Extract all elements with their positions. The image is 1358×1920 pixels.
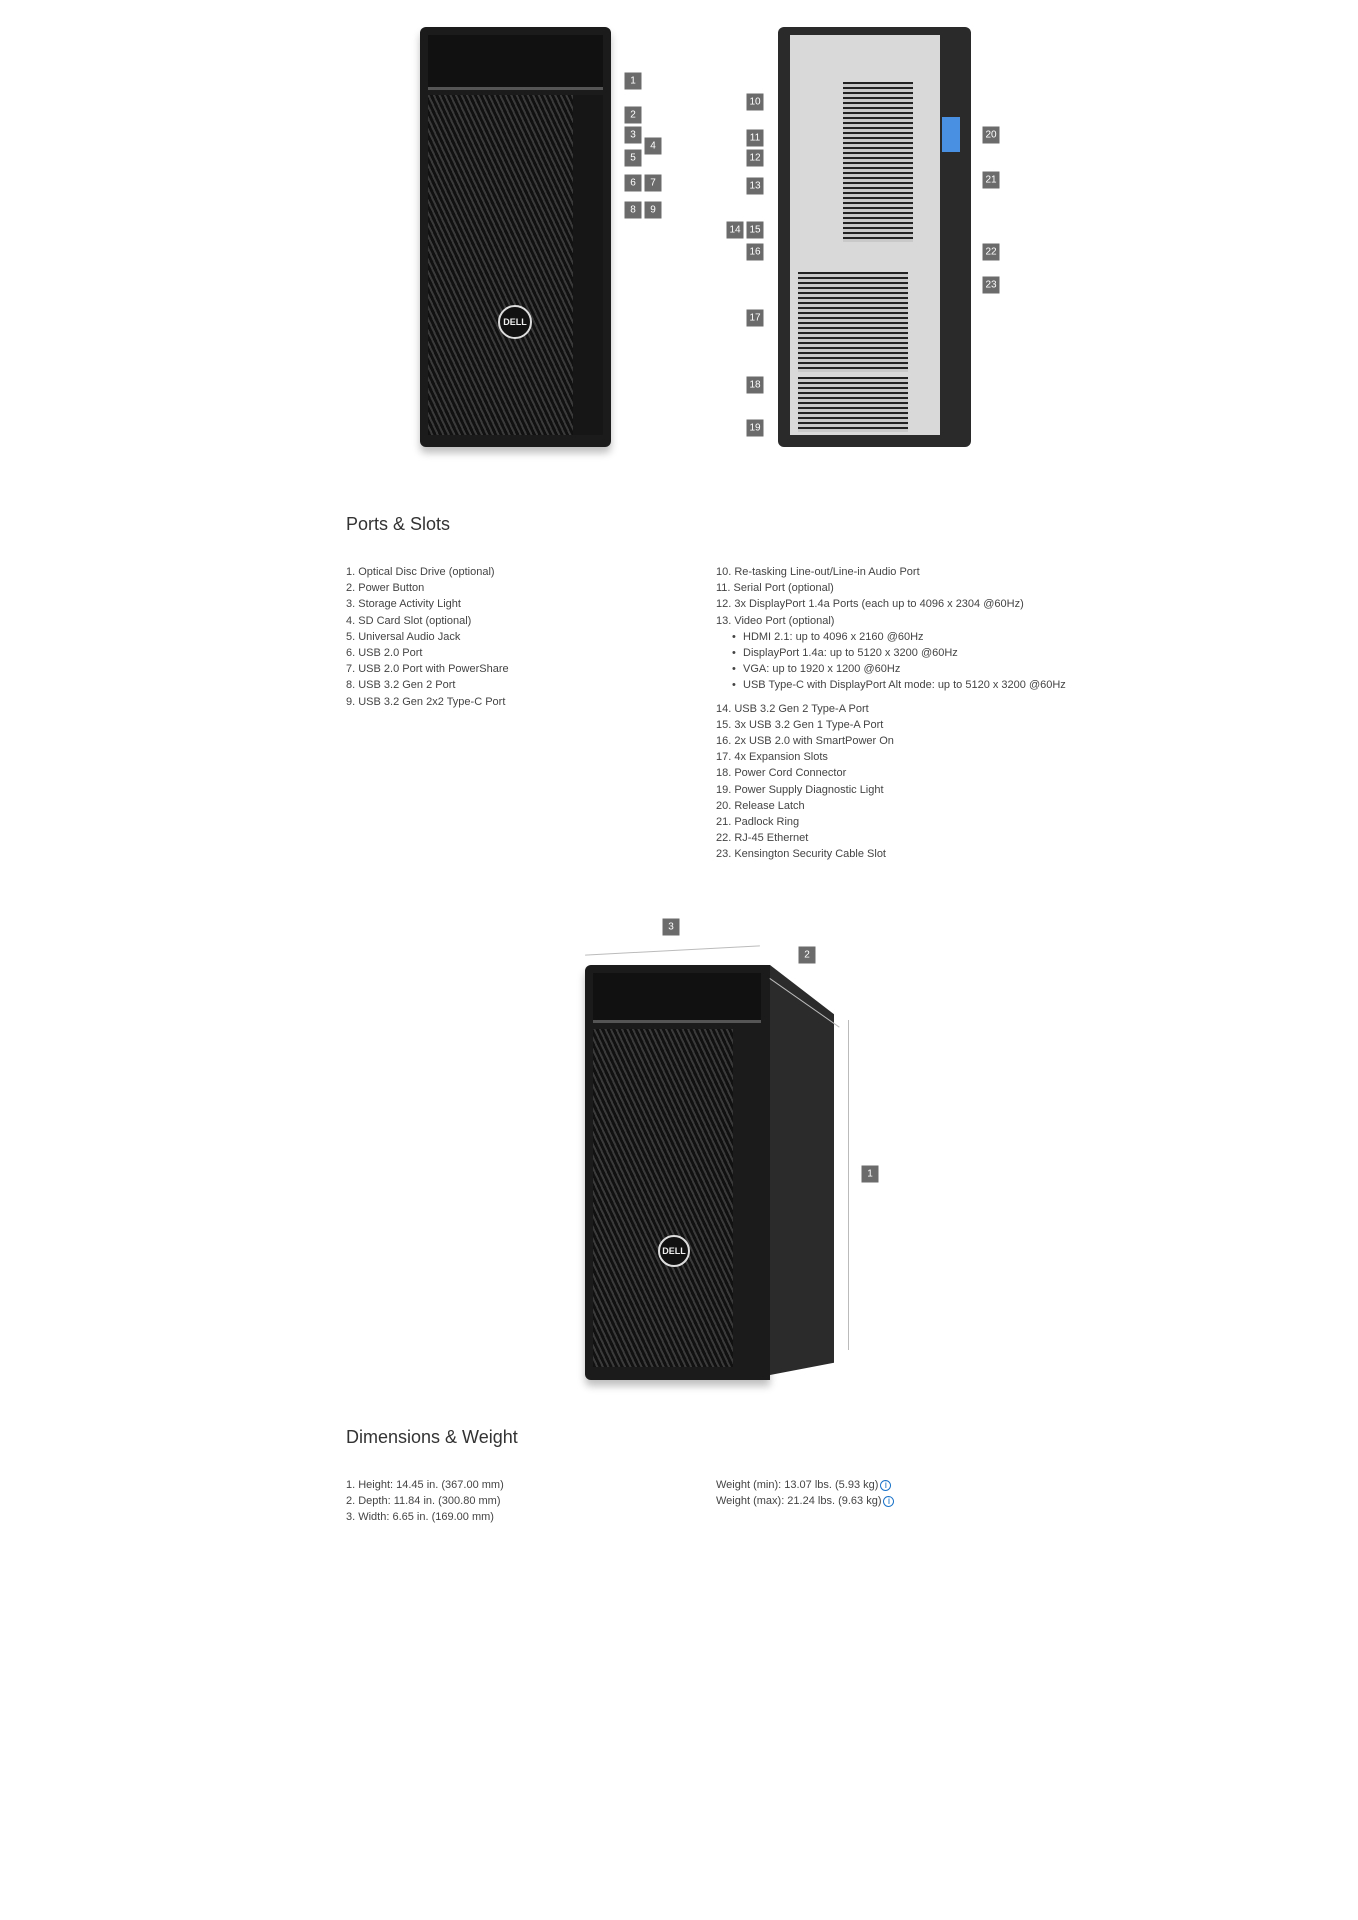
- height-line: [848, 1020, 849, 1350]
- callout-16: 16: [746, 243, 764, 261]
- callout-21: 21: [982, 171, 1000, 189]
- list-subitem: VGA: up to 1920 x 1200 @60Hz: [716, 661, 1066, 677]
- list-item: 3. Width: 6.65 in. (169.00 mm): [346, 1511, 494, 1524]
- callout-5: 5: [624, 149, 642, 167]
- list-subitem: USB Type-C with DisplayPort Alt mode: up…: [716, 677, 1066, 693]
- dell-logo: DELL: [498, 305, 532, 339]
- front-mesh: [428, 95, 573, 435]
- spacer: [716, 694, 1066, 701]
- dimension-view-image: DELL: [585, 965, 770, 1380]
- weight-list: Weight (min): 13.07 lbs. (5.93 kg)i Weig…: [716, 1477, 895, 1509]
- callout-depth: 2: [798, 946, 816, 964]
- callout-18: 18: [746, 376, 764, 394]
- list-item: 1. Optical Disc Drive (optional): [346, 566, 495, 578]
- optical-drive-bay: [428, 35, 603, 90]
- dimensions-list: 1. Height: 14.45 in. (367.00 mm) 2. Dept…: [346, 1477, 504, 1526]
- rear-vent: [843, 82, 913, 242]
- list-item: 22. RJ-45 Ethernet: [716, 832, 809, 845]
- list-item: 14. USB 3.2 Gen 2 Type-A Port: [716, 702, 869, 715]
- callout-12: 12: [746, 149, 764, 167]
- list-item: 5. Universal Audio Jack: [346, 630, 461, 643]
- list-item: 1. Height: 14.45 in. (367.00 mm): [346, 1479, 504, 1491]
- dell-logo: DELL: [658, 1235, 690, 1267]
- list-item: 23. Kensington Security Cable Slot: [716, 848, 886, 861]
- list-item: 9. USB 3.2 Gen 2x2 Type-C Port: [346, 695, 506, 708]
- callout-4: 4: [644, 137, 662, 155]
- callout-20: 20: [982, 126, 1000, 144]
- list-subitem: HDMI 2.1: up to 4096 x 2160 @60Hz: [716, 629, 1066, 645]
- callout-6: 6: [624, 174, 642, 192]
- list-item: 4. SD Card Slot (optional): [346, 614, 472, 627]
- list-item: 10. Re-tasking Line-out/Line-in Audio Po…: [716, 566, 920, 578]
- psu-vent: [798, 377, 908, 432]
- release-latch: [942, 117, 960, 152]
- callout-23: 23: [982, 276, 1000, 294]
- ports-slots-heading: Ports & Slots: [346, 514, 451, 534]
- rear-view-image: [778, 27, 971, 447]
- list-item: 16. 2x USB 2.0 with SmartPower On: [716, 735, 894, 748]
- callout-22: 22: [982, 243, 1000, 261]
- list-item: 7. USB 2.0 Port with PowerShare: [346, 663, 509, 676]
- callout-8: 8: [624, 201, 642, 219]
- list-item: 8. USB 3.2 Gen 2 Port: [346, 679, 456, 692]
- list-item: 21. Padlock Ring: [716, 816, 800, 829]
- list-item: 2. Depth: 11.84 in. (300.80 mm): [346, 1495, 501, 1508]
- list-item: 3. Storage Activity Light: [346, 598, 461, 611]
- list-item: 13. Video Port (optional): [716, 614, 835, 627]
- callout-14: 14: [726, 221, 744, 239]
- callout-10: 10: [746, 93, 764, 111]
- callout-height: 1: [861, 1165, 879, 1183]
- callout-13: 13: [746, 177, 764, 195]
- info-icon[interactable]: i: [883, 1496, 895, 1508]
- callout-19: 19: [746, 419, 764, 437]
- front-view-image: DELL: [420, 27, 611, 447]
- callout-9: 9: [644, 201, 662, 219]
- list-item: 20. Release Latch: [716, 799, 805, 812]
- tower-side-panel: [770, 965, 834, 1375]
- weight-min: Weight (min): 13.07 lbs. (5.93 kg): [716, 1479, 879, 1491]
- list-item: 12. 3x DisplayPort 1.4a Ports (each up t…: [716, 598, 1024, 611]
- list-subitem: DisplayPort 1.4a: up to 5120 x 3200 @60H…: [716, 645, 1066, 661]
- list-item: 2. Power Button: [346, 582, 425, 595]
- ports-list-rear: 10. Re-tasking Line-out/Line-in Audio Po…: [716, 564, 1066, 863]
- list-item: 11. Serial Port (optional): [716, 582, 834, 595]
- list-item: 17. 4x Expansion Slots: [716, 751, 828, 764]
- optical-drive-bay: [593, 973, 761, 1023]
- front-mesh: [593, 1029, 733, 1367]
- ports-list-front: 1. Optical Disc Drive (optional) 2. Powe…: [346, 564, 509, 710]
- list-item: 19. Power Supply Diagnostic Light: [716, 783, 884, 796]
- expansion-slots: [798, 272, 908, 372]
- callout-11: 11: [746, 129, 764, 147]
- dimensions-heading: Dimensions & Weight: [346, 1427, 518, 1447]
- callout-7: 7: [644, 174, 662, 192]
- list-item: 15. 3x USB 3.2 Gen 1 Type-A Port: [716, 718, 884, 731]
- list-item: 6. USB 2.0 Port: [346, 647, 423, 660]
- front-io-panel: [573, 95, 603, 435]
- info-icon[interactable]: i: [880, 1480, 892, 1491]
- list-item: Weight (min): 13.07 lbs. (5.93 kg)i: [716, 1477, 894, 1493]
- callout-1: 1: [624, 72, 642, 90]
- callout-width: 3: [662, 918, 680, 936]
- callout-15: 15: [746, 221, 764, 239]
- callout-3: 3: [624, 126, 642, 144]
- width-line: [585, 945, 760, 956]
- callout-2: 2: [624, 106, 642, 124]
- weight-max: Weight (max): 21.24 lbs. (9.63 kg): [716, 1495, 882, 1508]
- list-item: 18. Power Cord Connector: [716, 767, 847, 780]
- list-item: Weight (max): 21.24 lbs. (9.63 kg)i: [716, 1493, 895, 1509]
- callout-17: 17: [746, 309, 764, 327]
